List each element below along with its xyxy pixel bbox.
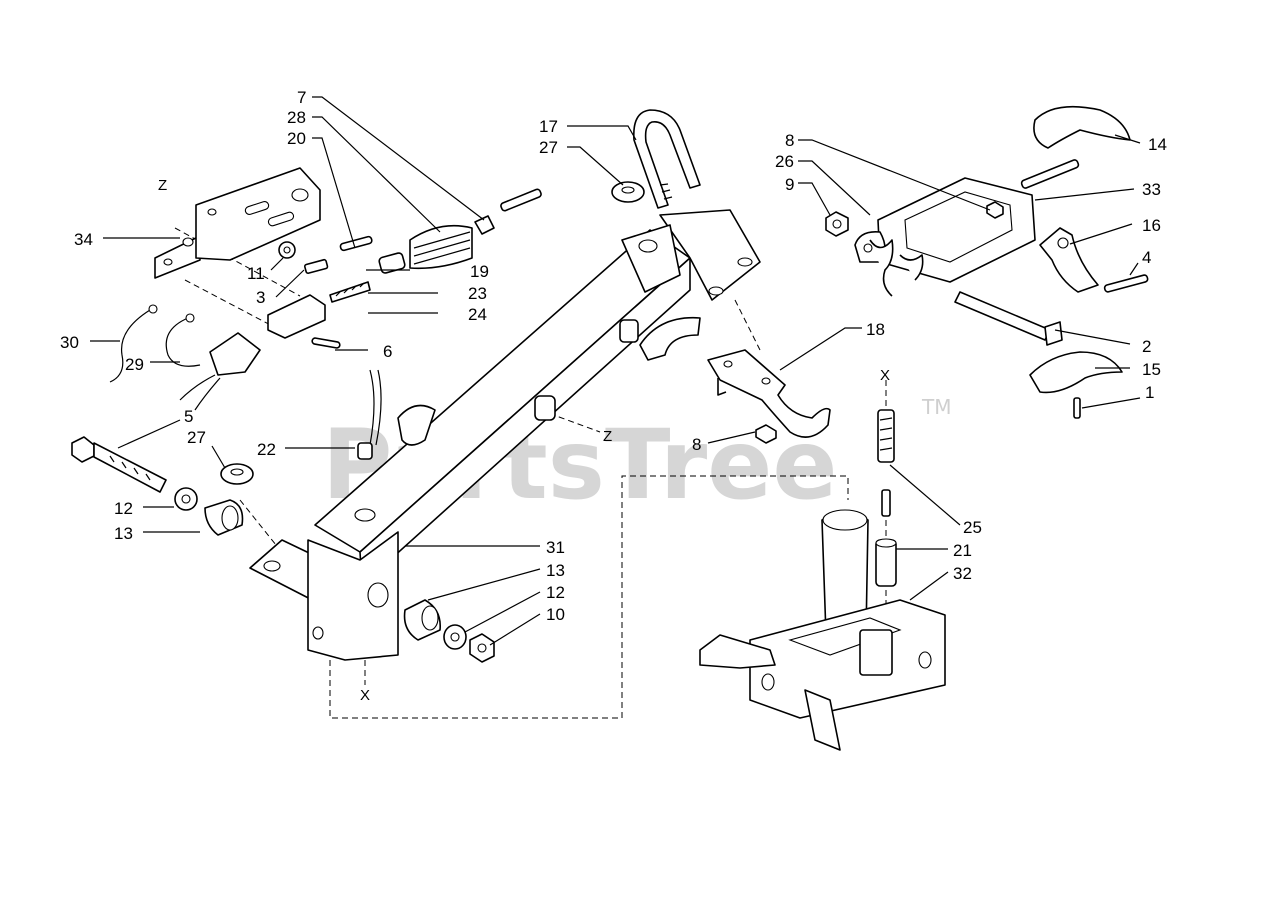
bracket-18 (707, 349, 831, 444)
callout-labels: 7 28 20 34 11 3 19 23 24 6 30 29 5 27 12… (60, 88, 1167, 624)
axis-marker-x-top: X (880, 367, 890, 384)
callout-32: 32 (953, 564, 972, 583)
callout-11: 11 (247, 264, 265, 283)
pivot-assembly (699, 409, 946, 751)
callout-15: 15 (1142, 360, 1161, 379)
callout-34: 34 (74, 230, 93, 249)
callout-25: 25 (963, 518, 982, 537)
callout-24: 24 (468, 305, 487, 324)
axis-marker-x-bottom: X (360, 687, 370, 704)
watermark-trademark: TM (921, 395, 951, 419)
axis-marker-z-left: Z (158, 177, 167, 194)
axis-marker-z-right: Z (603, 428, 612, 445)
callout-28: 28 (287, 108, 306, 127)
callout-14: 14 (1148, 135, 1167, 154)
callout-8-upper: 8 (785, 131, 794, 150)
wire-harness (109, 304, 261, 411)
callout-31: 31 (546, 538, 565, 557)
pivot-hardware (71, 436, 254, 536)
callout-1: 1 (1145, 383, 1154, 402)
u-bolt (611, 109, 701, 209)
callout-2: 2 (1142, 337, 1151, 356)
callout-27-left: 27 (187, 428, 206, 447)
callout-13-left: 13 (114, 524, 133, 543)
callout-22: 22 (257, 440, 276, 459)
callout-8-lower: 8 (692, 435, 701, 454)
callout-23: 23 (468, 284, 487, 303)
leader-lines (90, 96, 1141, 646)
callout-6: 6 (383, 342, 392, 361)
callout-5: 5 (184, 407, 193, 426)
front-hardware (403, 599, 495, 663)
cable (357, 369, 382, 460)
callout-18: 18 (866, 320, 885, 339)
callout-9: 9 (785, 175, 794, 194)
bracket-hardware (267, 188, 542, 349)
callout-13-front: 13 (546, 561, 565, 580)
callout-16: 16 (1142, 216, 1161, 235)
callout-7: 7 (297, 88, 306, 107)
callout-33: 33 (1142, 180, 1161, 199)
lift-handle-assembly (825, 105, 1149, 419)
callout-29: 29 (125, 355, 144, 374)
tow-bar-assembly (249, 209, 761, 661)
callout-10: 10 (546, 605, 565, 624)
callout-12-left: 12 (114, 499, 133, 518)
callout-3: 3 (256, 288, 265, 307)
callout-17: 17 (539, 117, 558, 136)
callout-27-top: 27 (539, 138, 558, 157)
callout-4: 4 (1142, 248, 1151, 267)
callout-20: 20 (287, 129, 306, 148)
bracket-assembly (154, 167, 321, 279)
callout-21: 21 (953, 541, 972, 560)
callout-12-front: 12 (546, 583, 565, 602)
callout-30: 30 (60, 333, 79, 352)
callout-19: 19 (470, 262, 489, 281)
callout-26: 26 (775, 152, 794, 171)
